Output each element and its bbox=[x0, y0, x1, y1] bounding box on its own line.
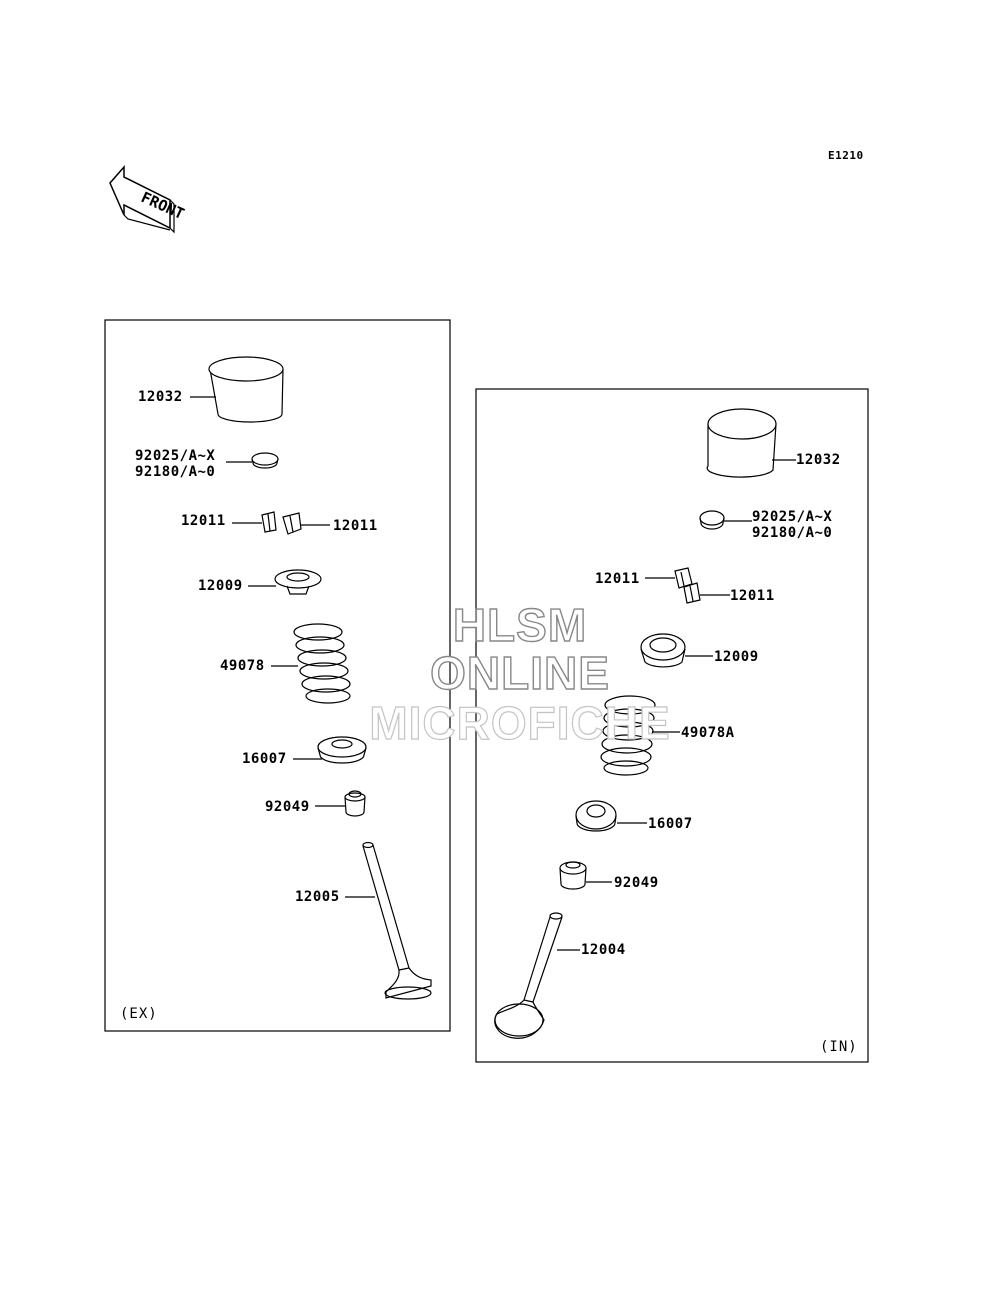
ex-panel-tag: (EX) bbox=[120, 1006, 158, 1022]
ex-cotter-left-label: 12011 bbox=[181, 513, 226, 529]
ex-shim-part bbox=[226, 452, 279, 469]
ex-retainer-label: 12009 bbox=[198, 578, 243, 594]
ex-shim-label-b: 92180/A~0 bbox=[135, 464, 216, 480]
ex-spring-part bbox=[271, 623, 351, 704]
ex-tappet-label: 12032 bbox=[138, 389, 183, 405]
ex-cotter-right-label: 12011 bbox=[333, 518, 378, 534]
in-spring-label: 49078A bbox=[681, 725, 735, 741]
in-cotter-left-label: 12011 bbox=[595, 571, 640, 587]
ex-seat-label: 16007 bbox=[242, 751, 287, 767]
in-tappet-label: 12032 bbox=[796, 452, 841, 468]
ex-seat-part bbox=[293, 736, 367, 764]
ex-seal-part bbox=[315, 790, 366, 817]
ex-valve-part bbox=[345, 841, 432, 1000]
watermark-line-2: ONLINE bbox=[429, 646, 610, 699]
in-seat-part bbox=[575, 800, 647, 832]
exhaust-panel-frame bbox=[104, 319, 451, 1032]
diagram-code: E1210 bbox=[828, 149, 864, 162]
in-valve-part bbox=[494, 912, 580, 1039]
in-tappet-part bbox=[706, 408, 796, 478]
ex-tappet-part bbox=[190, 356, 284, 423]
in-seat-label: 16007 bbox=[648, 816, 693, 832]
ex-valve-label: 12005 bbox=[295, 889, 340, 905]
ex-spring-label: 49078 bbox=[220, 658, 265, 674]
in-valve-label: 12004 bbox=[581, 942, 626, 958]
watermark-line-1: HLSM bbox=[452, 598, 588, 651]
in-shim-label-a: 92025/A~X bbox=[752, 509, 833, 525]
in-spring-part bbox=[600, 695, 680, 776]
ex-seal-label: 92049 bbox=[265, 799, 310, 815]
in-retainer-label: 12009 bbox=[714, 649, 759, 665]
ex-shim-label-a: 92025/A~X bbox=[135, 448, 216, 464]
in-cotter-parts bbox=[645, 567, 730, 604]
in-cotter-right-label: 12011 bbox=[730, 588, 775, 604]
in-shim-label-b: 92180/A~0 bbox=[752, 525, 833, 541]
front-arrow-icon: FRONT bbox=[109, 165, 187, 234]
in-seal-label: 92049 bbox=[614, 875, 659, 891]
ex-cotter-parts bbox=[232, 511, 330, 535]
in-panel-tag: (IN) bbox=[820, 1039, 858, 1055]
in-retainer-part bbox=[640, 633, 713, 668]
in-shim-part bbox=[699, 510, 752, 530]
watermark-line-3: MICROFICHE bbox=[369, 696, 671, 749]
intake-panel-frame bbox=[475, 388, 869, 1063]
in-seal-part bbox=[559, 861, 612, 890]
ex-retainer-part bbox=[248, 569, 322, 595]
